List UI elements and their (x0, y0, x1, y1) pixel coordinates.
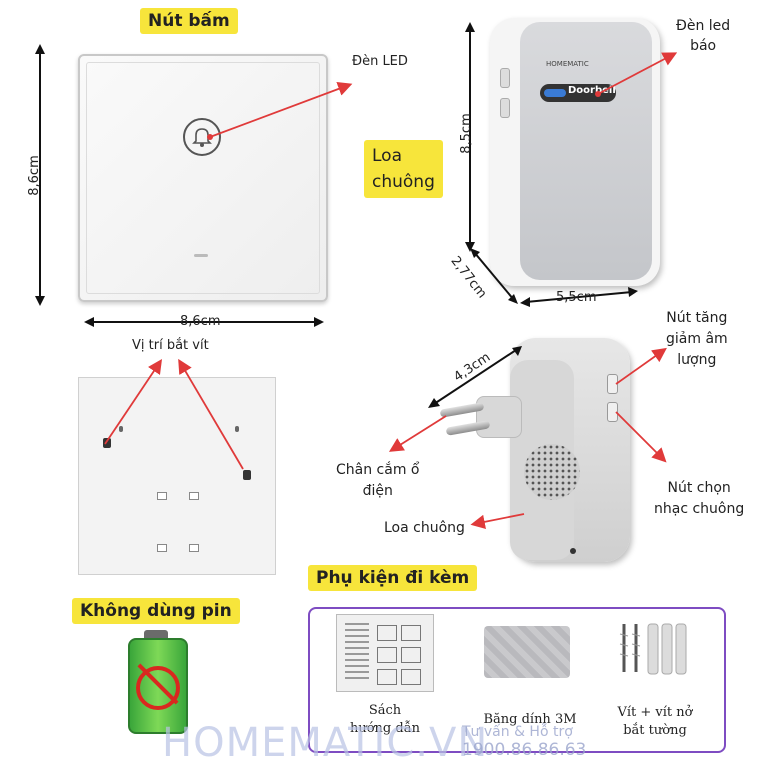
panel-inner-frame (86, 62, 320, 294)
mic-hole (570, 548, 576, 554)
manual-figure (401, 647, 421, 663)
watermark-brand: HOMEMATIC.VN (162, 720, 489, 766)
speaker-width-label: 5,5cm (556, 290, 597, 305)
speaker-title: Loa chuông (364, 140, 443, 198)
slot (157, 544, 167, 552)
slot (189, 492, 199, 500)
push-button-panel (78, 54, 328, 302)
screws-label: Vít + vít nở bắt tường (617, 705, 693, 738)
slot (189, 544, 199, 552)
ban-icon (136, 666, 180, 710)
screw-position-label: Vị trí bắt vít (132, 338, 209, 353)
speaker-arrow (470, 513, 525, 529)
led-arrow (209, 82, 353, 138)
manual-figure (401, 625, 421, 641)
screw-arrow-right (178, 358, 244, 470)
button-title: Nút bấm (140, 8, 238, 34)
slot (157, 492, 167, 500)
speaker-grill (524, 444, 580, 500)
panel-led-strip (194, 254, 208, 257)
manual-text-lines (345, 623, 369, 683)
manual-figure (377, 625, 397, 641)
accessories-box (308, 607, 726, 753)
music-button-label: Nút chọn nhạc chuông (654, 480, 745, 517)
plug-depth-arrow (428, 346, 522, 408)
screw-hole-right (243, 470, 251, 480)
manual-image (336, 614, 434, 692)
screw-hole-left (103, 438, 111, 448)
clip-mark (119, 426, 123, 432)
plug-speaker (510, 338, 630, 562)
tape-image (484, 626, 570, 678)
doorbell-speaker: HOMEMATIC Doorbell (490, 18, 660, 286)
volume-arrow (615, 347, 667, 385)
button-height-arrow (35, 44, 45, 306)
speaker-side-button (500, 98, 510, 118)
music-select-button (607, 402, 618, 422)
badge-text: Doorbell (568, 85, 616, 96)
brand-logo: HOMEMATIC (546, 60, 589, 68)
screw-arrow-left (104, 359, 163, 445)
button-width-arrow (84, 317, 324, 327)
accessories-title: Phụ kiện đi kèm (308, 565, 478, 591)
music-arrow (615, 411, 667, 463)
button-back-plate (78, 377, 276, 575)
plug-arrow (388, 415, 447, 452)
led-label: Đèn LED (352, 54, 408, 69)
manual-figure (377, 669, 397, 685)
indicator-led (544, 89, 566, 97)
clip-mark (235, 426, 239, 432)
volume-button-label: Nút tăng giảm âm lượng (666, 310, 728, 368)
speaker-height-arrow (465, 22, 475, 252)
button-width-label: 8,6cm (180, 314, 221, 329)
manual-figure (377, 647, 397, 663)
led-indicator-label: Đèn led báo (676, 18, 731, 54)
plug-label: Chân cắm ổ điện (336, 462, 420, 499)
tape-label: Băng dính 3M (483, 712, 577, 727)
speaker-width-arrow (520, 287, 638, 307)
doorbell-badge: Doorbell (540, 84, 616, 102)
manual-label: Sách hướng dẫn (349, 703, 421, 736)
speaker-side-button (500, 68, 510, 88)
watermark-support: Tư vấn & Hỗ trợ (462, 724, 573, 740)
speaker-face (520, 22, 652, 280)
watermark-phone: 1900.86.86.63 (462, 740, 587, 760)
led-indicator-arrow (597, 52, 678, 95)
speaker-label: Loa chuông (384, 520, 465, 536)
manual-figure (401, 669, 421, 685)
no-battery-title: Không dùng pin (72, 598, 240, 624)
screws-image (619, 623, 687, 675)
plug-base (476, 396, 522, 438)
battery-cap (144, 630, 168, 640)
speaker-depth-arrow (470, 248, 518, 304)
